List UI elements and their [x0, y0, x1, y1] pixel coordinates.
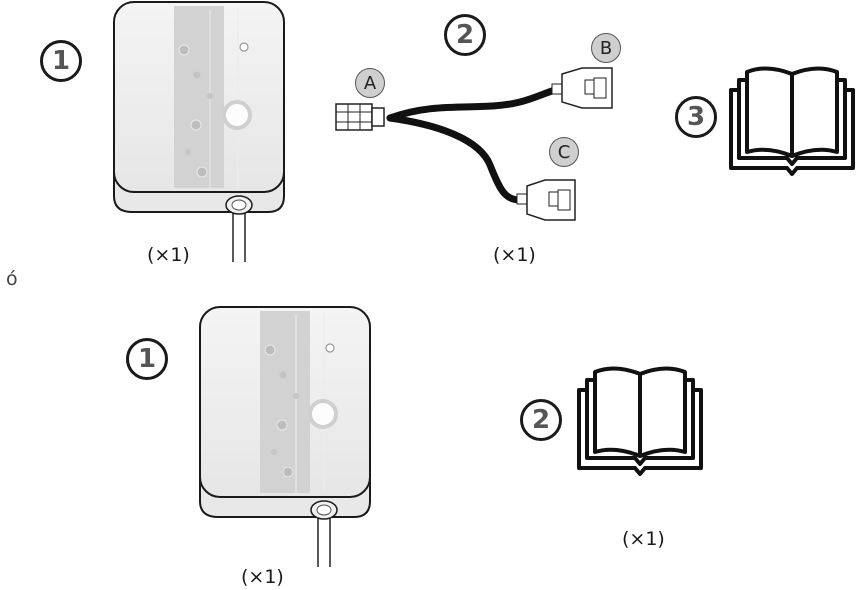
controller-unit-icon — [113, 1, 285, 262]
connector-c-label: C — [549, 137, 579, 167]
manual-book-icon — [577, 366, 703, 476]
item-1-badge-b: 1 — [126, 338, 168, 380]
item-1-quantity: (×1) — [147, 244, 190, 266]
controller-unit-icon — [199, 306, 371, 567]
option-separator: ó — [6, 268, 18, 290]
y-cable-icon — [335, 67, 613, 221]
item-2-quantity-b: (×1) — [622, 528, 665, 550]
connector-a-label: A — [355, 68, 385, 98]
item-3-badge: 3 — [675, 96, 717, 138]
item-1-badge: 1 — [40, 40, 82, 82]
manual-book-icon — [729, 66, 855, 176]
connector-b-label: B — [591, 33, 621, 63]
item-1-quantity-b: (×1) — [241, 566, 284, 588]
item-2-badge: 2 — [444, 14, 486, 56]
item-2-badge-b: 2 — [520, 399, 562, 441]
item-2-quantity: (×1) — [493, 244, 536, 266]
